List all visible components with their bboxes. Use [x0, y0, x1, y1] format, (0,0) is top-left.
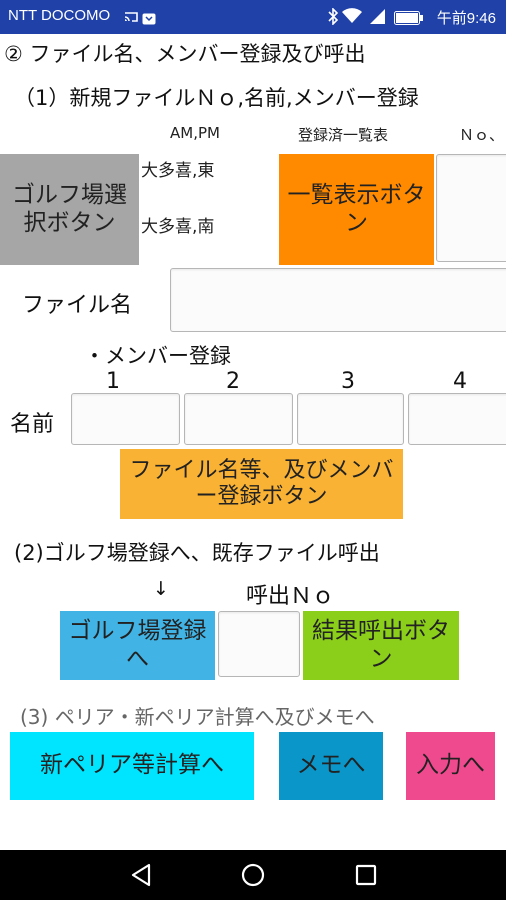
clock: 午前9:46	[436, 10, 496, 27]
battery-icon	[394, 10, 424, 29]
member-name-input-2[interactable]	[184, 393, 293, 445]
new-peria-calc-button[interactable]: 新ペリア等計算へ	[10, 732, 254, 800]
golf-register-button[interactable]: ゴルフ場登録へ	[60, 611, 215, 680]
list-header: 登録済一覧表	[298, 126, 389, 144]
new-peria-calc-label: 新ペリア等計算へ	[40, 752, 224, 779]
no-header: Ｎｏ、	[459, 126, 505, 144]
wifi-icon	[342, 8, 362, 28]
member-number-4: 4	[453, 369, 467, 394]
golf-register-title: (2)ゴルフ場登録へ、既存ファイル呼出	[14, 541, 380, 565]
course-south: 大多喜,南	[141, 217, 215, 237]
cast-icon	[124, 9, 138, 28]
carrier-name: NTT DOCOMO	[8, 7, 111, 24]
member-name-input-4[interactable]	[408, 393, 506, 445]
home-icon[interactable]	[241, 863, 265, 891]
member-heading: ・メンバー登録	[84, 344, 231, 368]
call-no-input[interactable]	[218, 611, 300, 677]
course-east: 大多喜,東	[141, 161, 215, 181]
member-name-input-1[interactable]	[71, 393, 180, 445]
result-call-button[interactable]: 結果呼出ボタン	[303, 611, 459, 680]
file-member-register-label: ファイル名等、及びメンバー登録ボタン	[129, 457, 394, 509]
input-button[interactable]: 入力へ	[406, 732, 495, 800]
bluetooth-icon	[327, 7, 339, 29]
golf-select-label: ゴルフ場選択ボタン	[12, 181, 127, 236]
memo-label: メモへ	[296, 752, 366, 779]
memo-button[interactable]: メモへ	[279, 732, 383, 800]
golf-register-label: ゴルフ場登録へ	[68, 617, 207, 672]
section-title: ② ファイル名、メンバー登録及び呼出	[4, 42, 366, 66]
back-icon[interactable]	[130, 863, 152, 891]
ampm-header: AM,PM	[170, 124, 220, 142]
navigation-bar	[0, 850, 506, 900]
member-number-2: 2	[226, 369, 240, 394]
file-member-register-button[interactable]: ファイル名等、及びメンバー登録ボタン	[120, 449, 403, 519]
message-icon	[142, 10, 156, 29]
list-display-label: 一覧表示ボタン	[287, 181, 426, 236]
file-name-input[interactable]	[170, 268, 506, 332]
file-no-input[interactable]	[436, 154, 506, 262]
file-name-label: ファイル名	[22, 293, 133, 318]
member-number-1: 1	[106, 369, 120, 394]
status-bar: NTT DOCOMO 午前9:46	[0, 0, 506, 34]
down-arrow-icon: ↓	[153, 578, 169, 600]
golf-select-button[interactable]: ゴルフ場選択ボタン	[0, 154, 139, 265]
list-display-button[interactable]: 一覧表示ボタン	[279, 154, 434, 265]
name-label: 名前	[10, 412, 55, 437]
signal-icon	[368, 8, 386, 28]
recent-apps-icon[interactable]	[355, 864, 377, 890]
peria-memo-title: (3) ペリア・新ペリア計算へ及びメモへ	[20, 705, 375, 729]
call-no-label: 呼出Ｎｏ	[246, 584, 335, 609]
result-call-label: 結果呼出ボタン	[312, 617, 450, 672]
input-label: 入力へ	[416, 752, 485, 779]
subsection-title: （1）新規ファイルＮｏ,名前,メンバー登録	[14, 86, 419, 110]
member-number-3: 3	[341, 369, 355, 394]
member-name-input-3[interactable]	[297, 393, 404, 445]
